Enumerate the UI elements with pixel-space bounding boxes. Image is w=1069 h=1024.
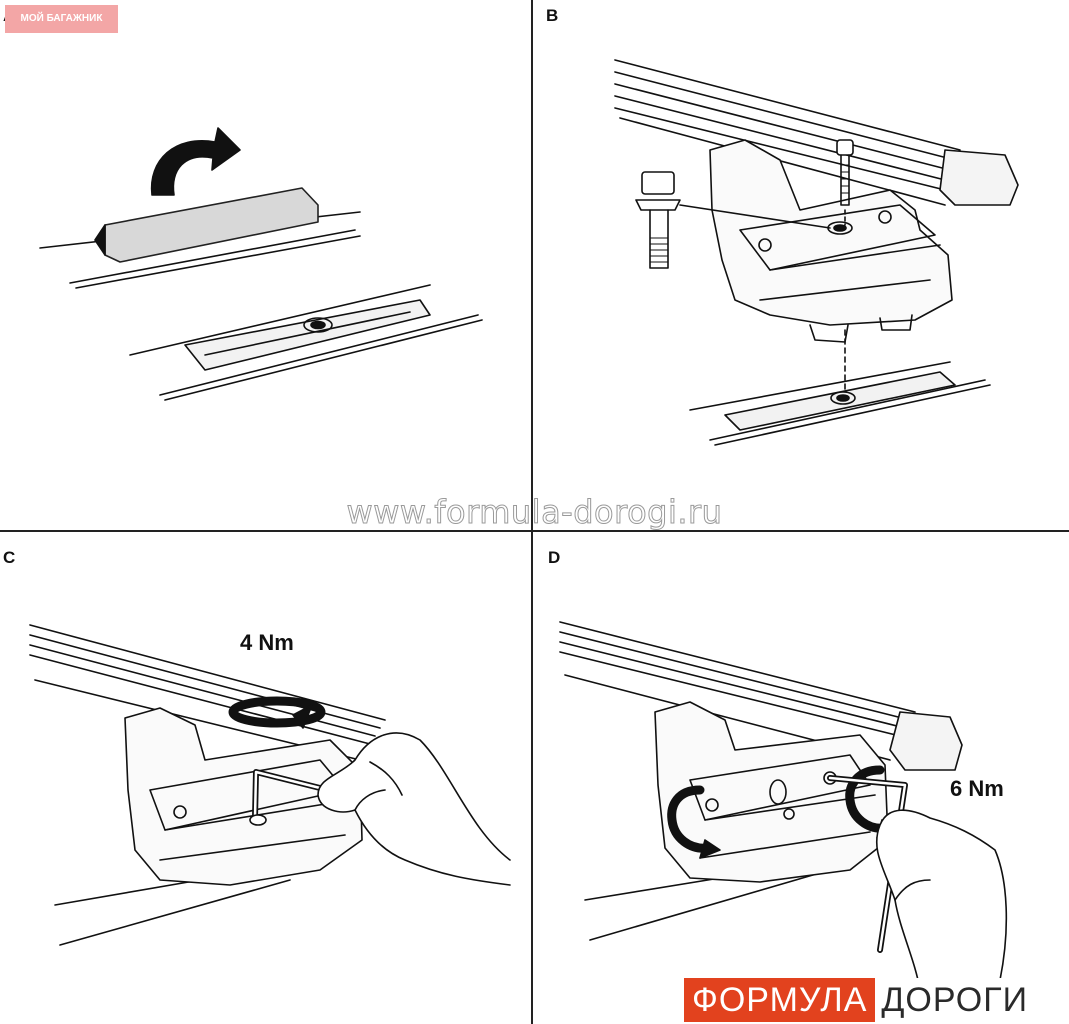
vertical-bolt bbox=[836, 139, 854, 206]
panel-a-drawing bbox=[39, 127, 483, 401]
crossbar-end-cap bbox=[939, 149, 1019, 206]
panel-label-c: C bbox=[3, 548, 16, 567]
hand-icon bbox=[317, 732, 511, 886]
panel-label-d: D bbox=[548, 548, 561, 567]
crossbar-end-cap bbox=[889, 711, 963, 771]
side-bolt bbox=[635, 171, 681, 269]
rotate-arrow-icon bbox=[150, 127, 241, 196]
rail-channel bbox=[184, 299, 431, 371]
panel-label-b: B bbox=[546, 6, 559, 25]
brand-badge[interactable]: МОЙ БАГАЖНИК bbox=[5, 5, 118, 33]
divider-horizontal bbox=[0, 530, 1069, 532]
hex-key-icon bbox=[249, 769, 323, 826]
divider-vertical bbox=[531, 0, 533, 1024]
logo-part-2: ДОРОГИ bbox=[875, 978, 1035, 1022]
torque-label-c: 4 Nm bbox=[240, 630, 294, 655]
rail-cover bbox=[104, 187, 319, 263]
hand-icon bbox=[875, 809, 1008, 991]
torque-arrow-icon bbox=[667, 785, 721, 859]
hex-key-icon bbox=[827, 775, 908, 953]
torque-label-d: 6 Nm bbox=[950, 776, 1004, 801]
panel-b-drawing bbox=[614, 59, 1019, 446]
panel-d-drawing bbox=[559, 621, 1008, 991]
logo-part-1: ФОРМУЛА bbox=[684, 978, 876, 1022]
site-logo[interactable]: ФОРМУЛА ДОРОГИ bbox=[684, 978, 1035, 1022]
panel-c-drawing bbox=[29, 624, 511, 946]
torque-arrow-icon bbox=[228, 696, 326, 729]
watermark-url: www.formula-dorogi.ru bbox=[346, 493, 723, 532]
